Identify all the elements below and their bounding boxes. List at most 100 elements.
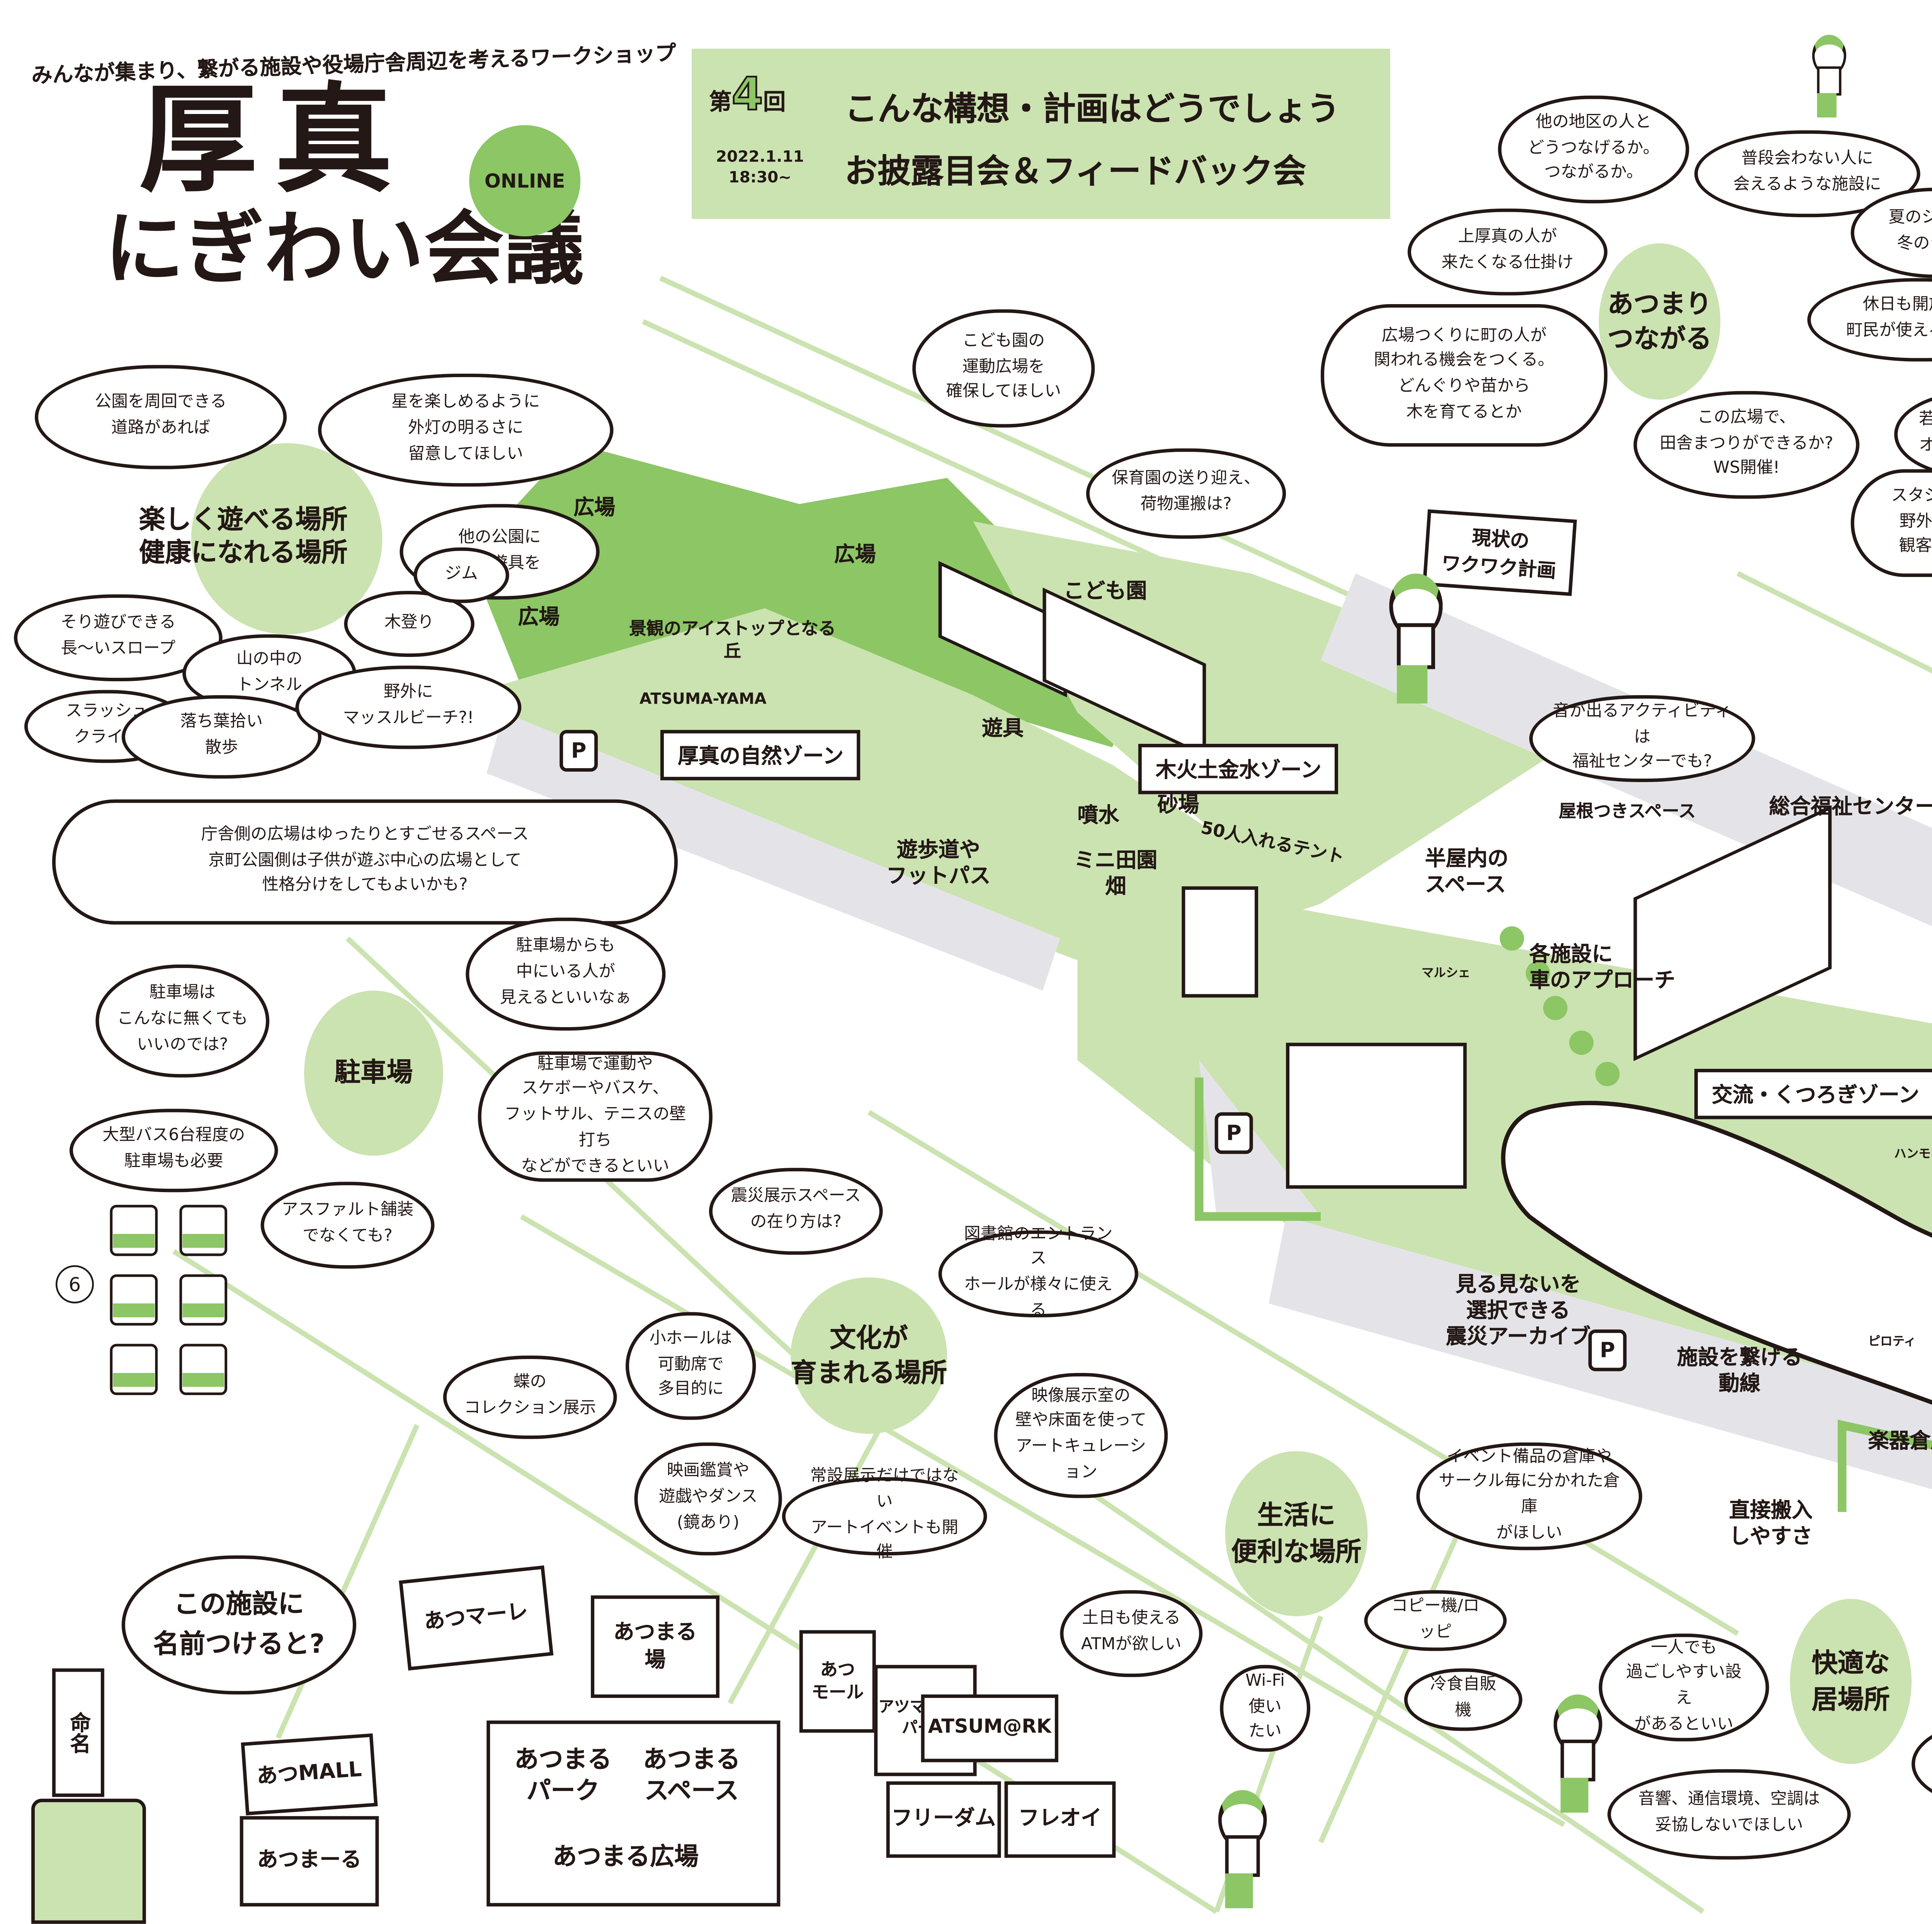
name-candidate-card: あつまーる (240, 1816, 379, 1907)
comment-bubble: 土日も使える ATMが欲しい (1060, 1590, 1203, 1677)
map-label-car-approach: 各施設に 車のアプローチ (1529, 942, 1675, 993)
comment-bubble: 駐車場で運動や スケボーやバスケ、 フットサル、テニスの壁打ち などができるとい… (478, 1051, 713, 1182)
map-label-archive: 見る見ないを 選択できる 震災アーカイブ (1446, 1272, 1591, 1349)
comment-bubble: 冷食自販機 (1404, 1668, 1522, 1731)
map-label-hammock: ハンモック (1894, 1147, 1932, 1161)
banner-headline-1: こんな構想・計画はどうでしょう (844, 90, 1340, 129)
round-number: 4 (731, 69, 764, 122)
map-label-kindergarten: こども園 (1063, 578, 1147, 603)
map-label-playground: 遊具 (982, 716, 1024, 740)
person-illustration (1547, 1694, 1602, 1813)
theme-blob-play (191, 443, 383, 635)
map-label-circulation: 施設を繋げる 動線 (1677, 1345, 1802, 1396)
name-candidate-card: あつ モール (799, 1630, 876, 1733)
comment-bubble: 落ち葉拾い 散歩 (121, 695, 322, 779)
comment-bubble: イベント備品の倉庫や サークル毎に分かれた倉庫 がほしい (1416, 1442, 1643, 1550)
comment-bubble: この広場で、 田舎まつりができるか? WS開催! (1633, 391, 1860, 499)
parking-mark: P (1214, 1112, 1253, 1154)
title-main: 厚真 (139, 73, 410, 211)
bus-count-bubble: 6 (55, 1265, 94, 1304)
map-label-semi-indoor: 半屋内の スペース (1425, 846, 1509, 897)
session-date: 2022.1.11 (716, 149, 804, 167)
comment-bubble: 星を楽しめるように 外灯の明るさに 留意してほしい (318, 373, 614, 487)
session-time: 18:30~ (728, 170, 792, 187)
person-illustration (1211, 1790, 1267, 1909)
name-candidate-card: フリーダム (886, 1781, 1001, 1858)
theme-title-parking: 駐車場 (304, 990, 443, 1156)
comment-bubble: こども園の 運動広場を 確保してほしい (912, 309, 1095, 428)
podium (31, 1798, 146, 1924)
map-label-footpath: 遊歩道や フットパス (886, 837, 991, 888)
theme-title-convenience: 生活に 便利な場所 (1225, 1451, 1368, 1616)
map-label-instrument-storage: 楽器倉庫 (1868, 1428, 1932, 1453)
comment-bubble: 蝶の コレクション展示 (443, 1355, 617, 1439)
comment-bubble: 保育園の送り迎え、 荷物運搬は? (1086, 448, 1286, 539)
comment-bubble: 野外に マッスルビーチ?! (295, 665, 522, 749)
map-sign-nature-zone: 厚真の自然ゾーン (660, 730, 861, 781)
comment-bubble: 映画鑑賞や 遊戯やダンス (鏡あり) (634, 1442, 782, 1556)
name-candidate-card: あつマーレ (399, 1565, 554, 1671)
bus-icons (104, 1199, 243, 1408)
session-datetime: 2022.1.11 18:30~ (716, 150, 804, 190)
person-illustration (1381, 573, 1443, 704)
name-candidate-card: あつまる 場 (591, 1595, 719, 1698)
comment-bubble: 庁舎側の広場はゆったりとすごせるスペース 京町公園側は子供が遊ぶ中心の広場として… (52, 799, 678, 925)
podium-sign: 命名 (52, 1668, 104, 1797)
name-candidate-card: ATSUM@RK (921, 1694, 1058, 1762)
map-label-pilotis: ピロティ (1868, 1335, 1916, 1349)
map-label-plaza: 広場 (834, 542, 876, 567)
comment-bubble: 図書館のエントランス ホールが様々に使える (938, 1225, 1138, 1320)
map-label-plaza: 広場 (573, 495, 616, 520)
session-banner: 第4回 2022.1.11 18:30~ こんな構想・計画はどうでしょう お披露… (691, 48, 1390, 219)
comment-bubble: 映像展示室の 壁や床面を使って アートキュレーション (994, 1373, 1168, 1498)
comment-bubble: スタジオをステージにして 野外との壁を取っ払って 観客席になるような空間 (1850, 469, 1932, 577)
name-candidate-board: あつまる パーク あつまる スペース あつまる広場 (486, 1720, 781, 1907)
comment-bubble: 小ホールは 可動席で 多目的に (626, 1312, 756, 1420)
comment-bubble: Wi-Fi 使いたい (1220, 1665, 1311, 1752)
map-label-fountain: 噴水 (1077, 803, 1119, 827)
comment-bubble: コピー機/ロッピ (1364, 1590, 1507, 1651)
map-label-mini-farm: ミニ田園 畑 (1074, 848, 1158, 899)
theme-title-culture: 文化が 育まれる場所 (791, 1277, 947, 1434)
comment-bubble: 音が出るアクティビティは 福祉センターでも? (1529, 695, 1755, 782)
comment-bubble: 音響、通信環境、空調は 妥協しないでほしい (1607, 1769, 1851, 1860)
name-candidate-card: フレオイ (1004, 1781, 1116, 1858)
parking-mark: P (1588, 1329, 1627, 1371)
library-building (1286, 1043, 1467, 1189)
comment-bubble: 公園を周回できる 道路があれば (34, 365, 287, 470)
map-label-direct-delivery: 直接搬入 しやすさ (1729, 1498, 1813, 1549)
comment-bubble: 上厚真の人が 来たくなる仕掛け (1407, 208, 1608, 296)
name-candidate: あつまる スペース (643, 1746, 740, 1806)
name-candidate: あつまる パーク (514, 1746, 612, 1806)
map-label-welfare-center: 総合福祉センター (1769, 794, 1932, 819)
comment-bubble: 駐車場からも 中にいる人が 見えるといいなぁ (466, 917, 666, 1031)
person-illustration (1807, 34, 1847, 118)
theme-title-gathering: あつまり つながる (1599, 243, 1721, 400)
name-candidate: あつまる広場 (553, 1844, 699, 1872)
plan-sign: 現状の ワクワク計画 (1422, 509, 1577, 596)
map-label-hill: 景観のアイストップとなる 丘 (629, 620, 836, 662)
comment-bubble: 常設展示だけではない アートイベントも開催 (782, 1467, 987, 1563)
round-label: 第4回 (709, 69, 786, 122)
comment-bubble: アスファルト舗装 でなくても? (260, 1182, 435, 1269)
map-sign-exchange-zone: 交流・くつろぎゾーン (1694, 1068, 1932, 1119)
comment-bubble: 一人でも 過ごしやすい設え があるといい (1599, 1633, 1769, 1742)
comment-bubble: 大型バス6台程度の 駐車場も必要 (69, 1109, 278, 1193)
map-sign-elements-zone: 木火土金水ゾーン (1138, 743, 1339, 794)
theme-title-comfort: 快適な 居場所 (1790, 1599, 1912, 1764)
naming-question-bubble: この施設に 名前つけると? (121, 1555, 356, 1694)
map-label-hill-name: ATSUMA-YAMA (639, 691, 767, 709)
name-candidate-card: あつMALL (241, 1733, 378, 1815)
map-label-sandbox: 砂場 (1157, 792, 1199, 817)
comment-bubble: 広場つくりに町の人が 関われる機会をつくる。 どんぐりや苗から 木を育てるとか (1321, 304, 1608, 447)
comment-bubble: 駐車場は こんなに無くても いいのでは? (95, 965, 270, 1078)
banner-headline-2: お披露目会＆フィードバック会 (844, 153, 1306, 191)
comment-bubble: 他の地区の人と どうつなげるか。 つながるか。 (1498, 95, 1689, 204)
comment-bubble: 震災展示スペース の在り方は? (709, 1168, 883, 1255)
map-label-plaza: 広場 (518, 605, 560, 629)
map-label-marche: マルシェ (1421, 966, 1470, 980)
theme-title-play: 楽しく遊べる場所 健康になれる場所 (139, 504, 348, 568)
hall-building (1182, 886, 1259, 998)
